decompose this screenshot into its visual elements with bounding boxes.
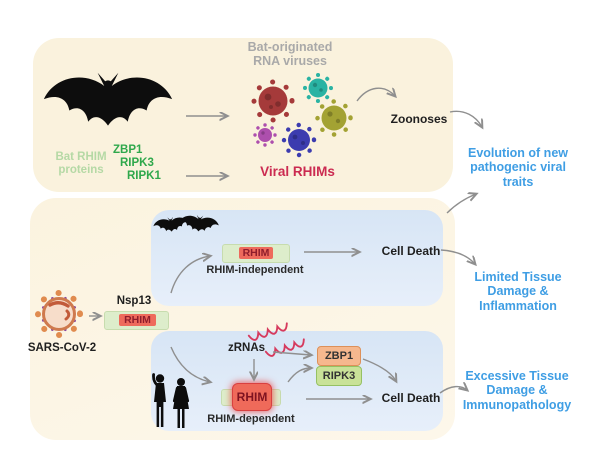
virus-cluster-icon [251, 73, 353, 158]
protein-ripk1-label: RIPK1 [127, 170, 161, 182]
protein-zbp1-label: ZBP1 [113, 144, 143, 156]
evolution-line1: Evolution of new [468, 146, 568, 160]
evolution-line2: pathogenic viral [470, 160, 566, 175]
bat-rhim-proteins-label: Bat RHIM proteins [45, 151, 117, 177]
outcome-limited-label: Limited Tissue Damage & Inflammation [455, 270, 581, 313]
limited-line2: Damage & [487, 284, 549, 299]
rhim-independent-caption: RHIM-independent [206, 264, 304, 276]
human-rhim-segment: RHIM [232, 383, 272, 411]
bat-rhim-segment: RHIM [239, 246, 273, 259]
virus-icon-red [251, 79, 295, 123]
outcome-evolution-label: Evolution of new pathogenic viral traits [455, 146, 581, 189]
bat-icon [43, 72, 173, 126]
ripk3-box: RIPK3 [316, 366, 362, 386]
evolution-line3: traits [502, 174, 534, 189]
zrnas-label: zRNAs [228, 342, 266, 354]
woman-silhouette [172, 378, 190, 428]
cell-death-label-bat: Cell Death [381, 244, 441, 258]
outcome-excessive-label: Excessive Tissue Damage & Immunopatholog… [450, 369, 584, 412]
excessive-line2: Damage & [486, 383, 548, 398]
rhim-dependent-caption: RHIM-dependent [207, 413, 295, 425]
virus-icon-teal [303, 73, 333, 103]
zoonoses-label: Zoonoses [390, 112, 448, 126]
limited-line3: Inflammation [479, 298, 557, 313]
cell-death-label-human: Cell Death [381, 391, 441, 405]
excessive-line1: Excessive Tissue [465, 369, 569, 383]
bat-rhim-proteins-line2: proteins [58, 163, 104, 176]
nsp13-label: Nsp13 [116, 295, 152, 307]
virus-icon-blue [281, 122, 317, 158]
man-silhouette [152, 373, 166, 427]
virus-icon-olive [315, 99, 353, 137]
viruses-label-line1: Bat-originated [247, 40, 333, 54]
bat-rhim-bar: RHIM [222, 244, 290, 263]
excessive-line3: Immunopathology [462, 397, 572, 412]
small-bats-icon [153, 214, 219, 232]
nsp13-rhim-segment: RHIM [119, 313, 156, 326]
bat-originated-viruses-label: Bat-originated RNA viruses [225, 40, 355, 68]
viral-rhims-label: Viral RHIMs [260, 164, 335, 179]
zrna-helix-icon-1 [247, 322, 288, 341]
viruses-label-line2: RNA viruses [253, 54, 327, 68]
limited-line1: Limited Tissue [474, 270, 562, 284]
virus-icon-purple [253, 123, 277, 147]
bat-rhim-proteins-line1: Bat RHIM [55, 151, 107, 163]
humans-icon [152, 373, 190, 428]
arrow-zoonoses-to-evolution [449, 110, 482, 127]
nsp13-rhim-bar: RHIM [104, 311, 169, 330]
sars-cov2-label: SARS-CoV-2 [27, 342, 97, 354]
protein-ripk3-label: RIPK3 [120, 157, 154, 169]
sars-cov2-icon [35, 290, 83, 338]
zbp1-box: ZBP1 [317, 346, 361, 366]
